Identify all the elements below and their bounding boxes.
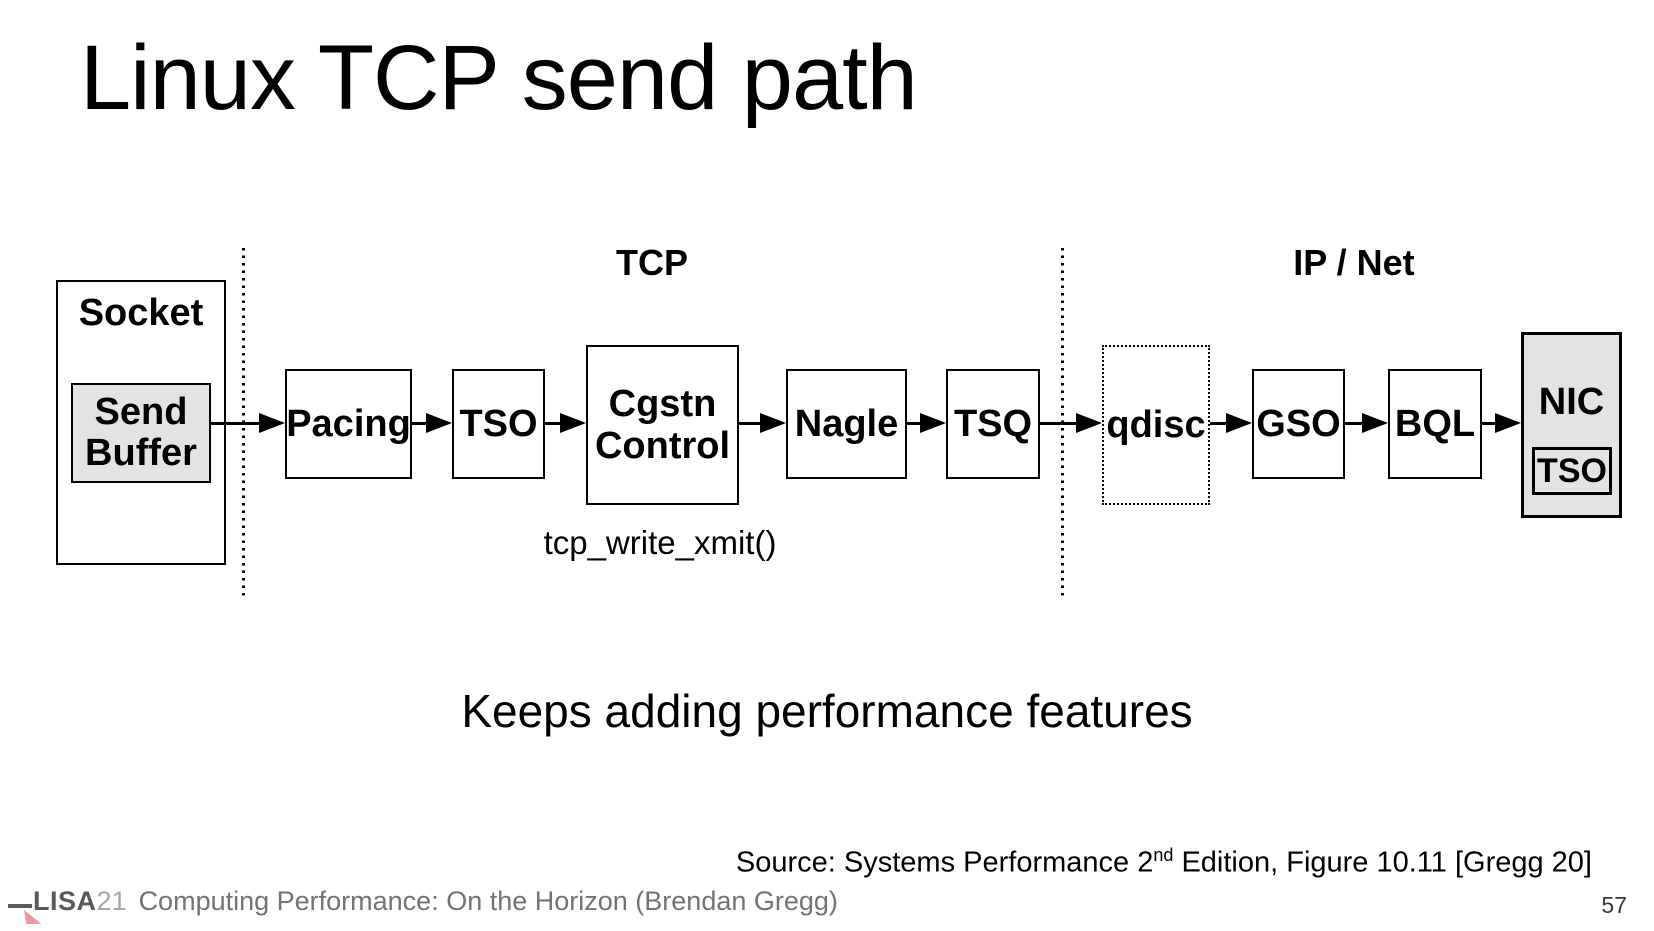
footer: LISA21 Computing Performance: On the Hori…	[33, 886, 838, 917]
node-cgstn-control: Cgstn Control	[586, 345, 739, 505]
node-cgstn-control-label: Cgstn Control	[595, 383, 730, 467]
page-number: 57	[1601, 892, 1627, 918]
node-bql-label: BQL	[1394, 403, 1476, 445]
lisa-logo-year: 21	[96, 886, 127, 916]
node-gso: GSO	[1252, 369, 1345, 479]
node-nic-tso: TSO	[1532, 447, 1612, 495]
cgstn-line1: Cgstn	[608, 383, 717, 425]
node-tsq: TSQ	[946, 369, 1040, 479]
section-label-ipnet: IP / Net	[1293, 242, 1415, 283]
function-label: tcp_write_xmit()	[543, 524, 777, 561]
node-pacing: Pacing	[285, 369, 412, 479]
footer-presentation-title: Computing Performance: On the Horizon (B…	[138, 886, 838, 916]
node-bql: BQL	[1388, 369, 1482, 479]
node-nagle-label: Nagle	[794, 403, 899, 445]
source-suffix: Edition, Figure 10.11 [Gregg 20]	[1173, 846, 1592, 879]
slide-caption: Keeps adding performance features	[461, 685, 1193, 737]
node-tsq-label: TSQ	[953, 403, 1033, 445]
node-socket-label: Socket	[78, 292, 204, 334]
source-attribution: Source: Systems Performance 2nd Edition,…	[736, 845, 1592, 880]
lisa-logo-text: LISA	[33, 886, 97, 916]
source-superscript: nd	[1153, 845, 1174, 865]
node-tso: TSO	[452, 369, 545, 479]
node-tso-label: TSO	[459, 403, 538, 445]
node-nagle: Nagle	[786, 369, 907, 479]
node-gso-label: GSO	[1256, 403, 1341, 445]
node-nic: NIC TSO	[1521, 332, 1622, 518]
slide-title: Linux TCP send path	[80, 27, 918, 129]
lisa-logo-underscore	[8, 904, 32, 908]
send-buffer-line2: Buffer	[85, 432, 197, 474]
node-nic-label: NIC	[1538, 381, 1605, 423]
node-pacing-label: Pacing	[286, 403, 411, 445]
node-send-buffer: Send Buffer	[71, 383, 211, 483]
section-label-tcp: TCP	[616, 242, 688, 283]
node-send-buffer-label: Send Buffer	[85, 392, 197, 474]
cgstn-line2: Control	[594, 425, 731, 467]
source-prefix: Source: Systems Performance 2	[735, 846, 1154, 879]
node-qdisc-label: qdisc	[1106, 404, 1206, 446]
send-buffer-line1: Send	[94, 391, 188, 433]
node-qdisc: qdisc	[1102, 345, 1210, 505]
